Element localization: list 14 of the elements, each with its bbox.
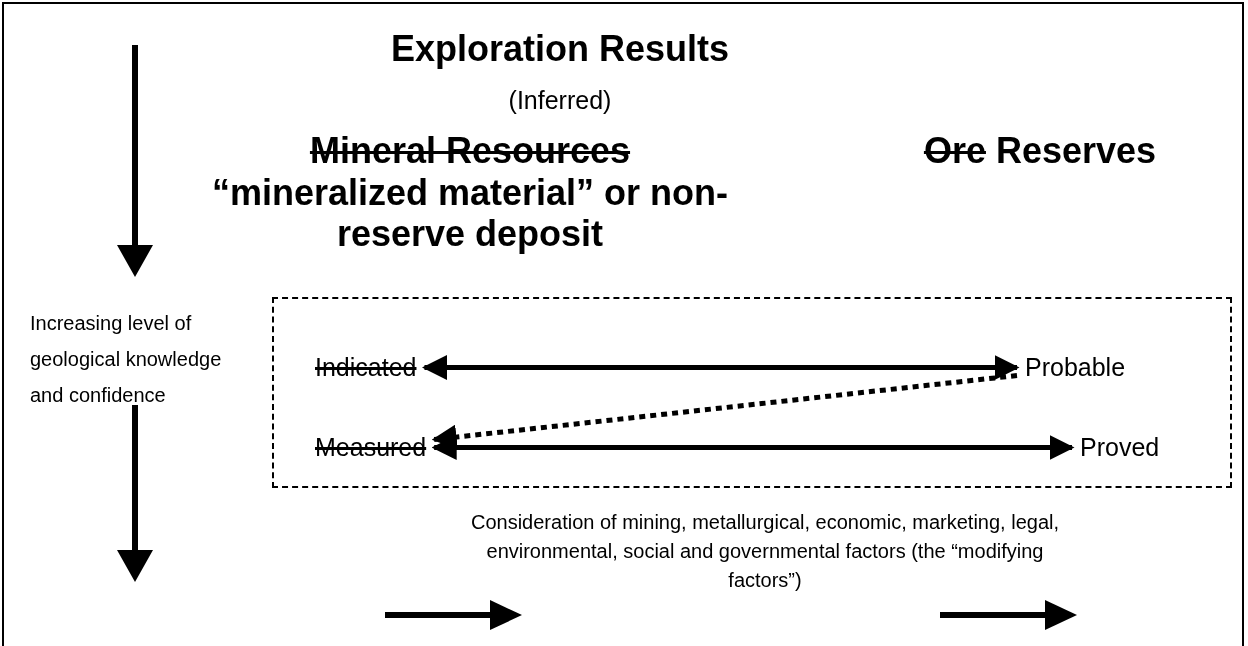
double-arrow	[431, 435, 1075, 460]
heading: “mineralized material” or non-reserve deposit	[210, 172, 730, 255]
label-text: Increasing level of geological knowledge and confidence	[30, 311, 223, 408]
heading: Exploration Results	[389, 28, 731, 70]
category-label: Proved	[1072, 431, 1168, 464]
category-label: Indicated	[307, 351, 425, 384]
dashed-box	[272, 297, 1232, 488]
double-arrow	[421, 355, 1020, 380]
heading: Mineral Resources	[308, 130, 632, 172]
note-text: Consideration of mining, metallurgical, economic, marketing, legal, environmental, social and governmental factors (the “modifying factors”)	[469, 510, 1061, 593]
category-label: Measured	[307, 431, 435, 464]
category-label: Probable	[1017, 351, 1134, 384]
heading: Ore Reserves	[922, 130, 1158, 172]
label-text: (Inferred)	[507, 86, 613, 115]
